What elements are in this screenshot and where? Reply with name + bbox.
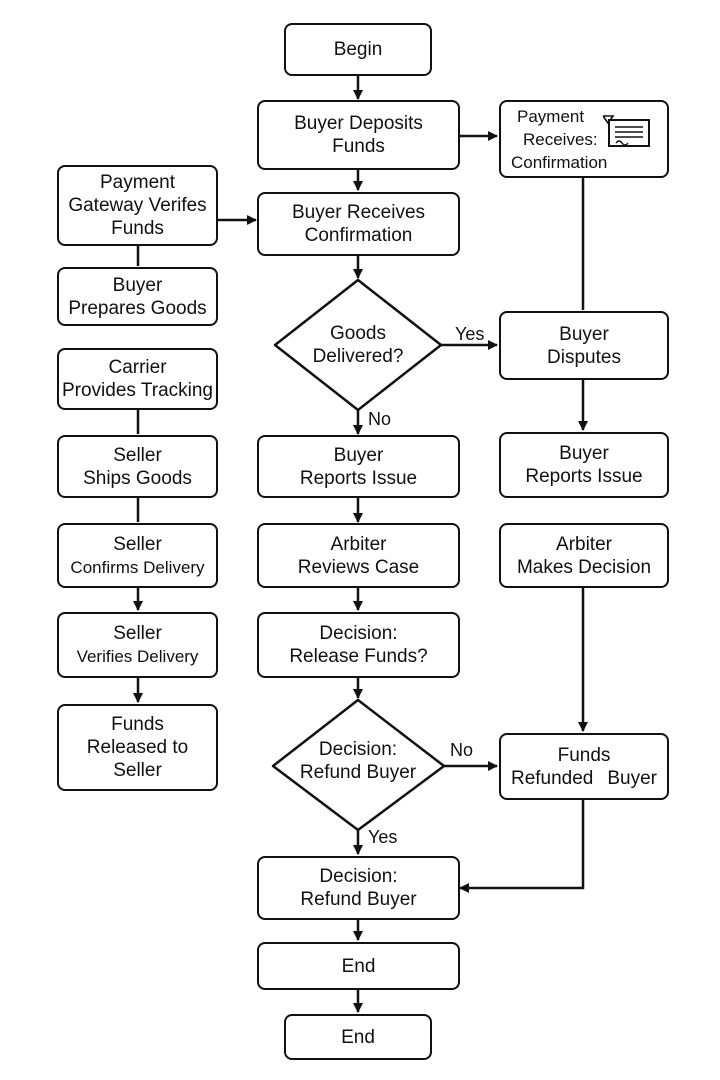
node-goods-delivered-line-1: Goods bbox=[330, 323, 386, 344]
refund-buyer-diamond-shape bbox=[271, 698, 446, 832]
node-arbiter-decision: Arbiter Makes Decision bbox=[499, 523, 669, 588]
node-payment-receives-confirmation-line-2: Receives: bbox=[523, 129, 598, 149]
node-decision-release-line-1: Decision: bbox=[319, 623, 398, 644]
edge-label-yes-goods: Yes bbox=[455, 324, 485, 344]
node-gateway-verifies-line-2: Gateway Verifes bbox=[68, 195, 207, 216]
node-buyer-deposits-line-2: Funds bbox=[332, 136, 385, 157]
node-seller-ships-line-2: Ships Goods bbox=[83, 467, 192, 489]
node-decision-refund-box-line-2: Refund Buyer bbox=[300, 889, 417, 910]
node-buyer-disputes-line-1: Buyer bbox=[559, 323, 609, 345]
node-payment-receives-confirmation: Payment Receives: Confirmation bbox=[499, 100, 669, 178]
node-funds-refunded-line-2: Refunded bbox=[510, 767, 594, 789]
node-buyer-prepares-goods-line-1: Buyer bbox=[112, 274, 163, 296]
node-end-2: End bbox=[284, 1014, 432, 1060]
node-end-2-line-1: End bbox=[341, 1026, 375, 1048]
node-seller-verifies-line-2: Verifies Delivery bbox=[76, 647, 199, 666]
node-arbiter-decision-line-1: Arbiter bbox=[556, 533, 612, 555]
node-decision-refund-box: Decision: Refund Buyer bbox=[257, 856, 460, 920]
node-buyer-prepares-goods-line-2: Prepares Goods bbox=[68, 297, 207, 319]
node-buyer-deposits-line-1: Buyer Deposits bbox=[294, 113, 423, 134]
node-buyer-receives-confirmation: Buyer Receives Confirmation bbox=[257, 192, 460, 256]
node-gateway-verifies-line-3: Funds bbox=[111, 218, 164, 239]
node-decision-release: Decision: Release Funds? bbox=[257, 612, 460, 678]
node-arbiter-reviews-line-1: Arbiter bbox=[330, 533, 387, 555]
node-buyer-reports-issue-right-line-1: Buyer bbox=[559, 443, 609, 464]
node-payment-receives-confirmation-line-3: Confirmation bbox=[511, 152, 608, 172]
node-seller-confirms-line-1: Seller bbox=[113, 533, 162, 555]
node-arbiter-reviews-line-2: Reviews Case bbox=[297, 556, 420, 578]
node-buyer-reports-issue-mid-line-2: Reports Issue bbox=[299, 467, 418, 489]
node-gateway-verifies-line-1: Payment bbox=[100, 172, 175, 193]
node-buyer-reports-issue-mid-line-1: Buyer bbox=[333, 444, 384, 466]
node-carrier-tracking: Carrier Provides Tracking bbox=[57, 348, 218, 410]
node-payment-receives-confirmation-line-1: Payment bbox=[517, 106, 585, 126]
node-carrier-tracking-line-2: Provides Tracking bbox=[61, 380, 213, 401]
node-begin-line-1: Begin bbox=[333, 39, 383, 60]
node-begin: Begin bbox=[284, 23, 432, 76]
node-buyer-receives-confirmation-line-1: Buyer Receives bbox=[291, 202, 426, 223]
node-funds-refunded-line-1: Funds bbox=[557, 744, 611, 766]
node-buyer-disputes-line-2: Disputes bbox=[547, 346, 621, 368]
edge-label-no-refund: No bbox=[450, 740, 474, 760]
node-goods-delivered: Goods Delivered? bbox=[288, 322, 428, 368]
node-seller-verifies-line-1: Seller bbox=[113, 623, 162, 644]
node-decision-release-line-2: Release Funds? bbox=[289, 646, 428, 667]
node-arbiter-reviews: Arbiter Reviews Case bbox=[257, 523, 460, 588]
edge-refunded-to-refund-box bbox=[459, 800, 585, 893]
node-goods-delivered-line-2: Delivered? bbox=[312, 346, 404, 367]
document-icon bbox=[603, 115, 650, 147]
node-arbiter-decision-line-2: Makes Decision bbox=[516, 556, 652, 578]
node-carrier-tracking-line-1: Carrier bbox=[108, 357, 167, 378]
node-seller-confirms-line-2: Confirms Delivery bbox=[70, 557, 205, 577]
node-decision-refund-diamond-line-2: Refund Buyer bbox=[299, 762, 417, 783]
node-seller-ships-line-1: Seller bbox=[113, 444, 162, 466]
node-end-1: End bbox=[257, 942, 460, 990]
edge-label-no-goods: No bbox=[368, 409, 392, 429]
node-funds-released-line-2: Released to bbox=[86, 737, 189, 758]
node-seller-confirms: Seller Confirms Delivery bbox=[57, 523, 218, 588]
node-funds-refunded-line-3: Buyer bbox=[607, 767, 658, 789]
edge-label-yes-refund: Yes bbox=[368, 827, 398, 847]
node-buyer-reports-issue-right-line-2: Reports Issue bbox=[525, 466, 643, 487]
node-seller-verifies: Seller Verifies Delivery bbox=[57, 612, 218, 678]
node-decision-refund-diamond-line-1: Decision: bbox=[318, 739, 398, 760]
node-end-1-line-1: End bbox=[341, 955, 376, 977]
node-decision-refund-diamond: Decision: Refund Buyer bbox=[288, 738, 428, 784]
node-buyer-deposits: Buyer Deposits Funds bbox=[257, 100, 460, 170]
node-seller-ships: Seller Ships Goods bbox=[57, 435, 218, 498]
goods-delivered-diamond-shape bbox=[273, 278, 443, 412]
node-funds-refunded: Funds Refunded Buyer bbox=[499, 733, 669, 800]
node-buyer-reports-issue-right: Buyer Reports Issue bbox=[499, 432, 669, 498]
node-decision-refund-box-line-1: Decision: bbox=[319, 866, 398, 887]
node-buyer-reports-issue-mid: Buyer Reports Issue bbox=[257, 435, 460, 498]
node-gateway-verifies: Payment Gateway Verifes Funds bbox=[57, 165, 218, 246]
node-buyer-receives-confirmation-line-2: Confirmation bbox=[304, 225, 413, 246]
node-funds-released-line-1: Funds bbox=[111, 714, 164, 735]
node-buyer-disputes: Buyer Disputes bbox=[499, 311, 669, 380]
node-funds-released: Funds Released to Seller bbox=[57, 704, 218, 791]
node-buyer-prepares-goods: Buyer Prepares Goods bbox=[57, 267, 218, 326]
node-funds-released-line-3: Seller bbox=[113, 760, 162, 781]
